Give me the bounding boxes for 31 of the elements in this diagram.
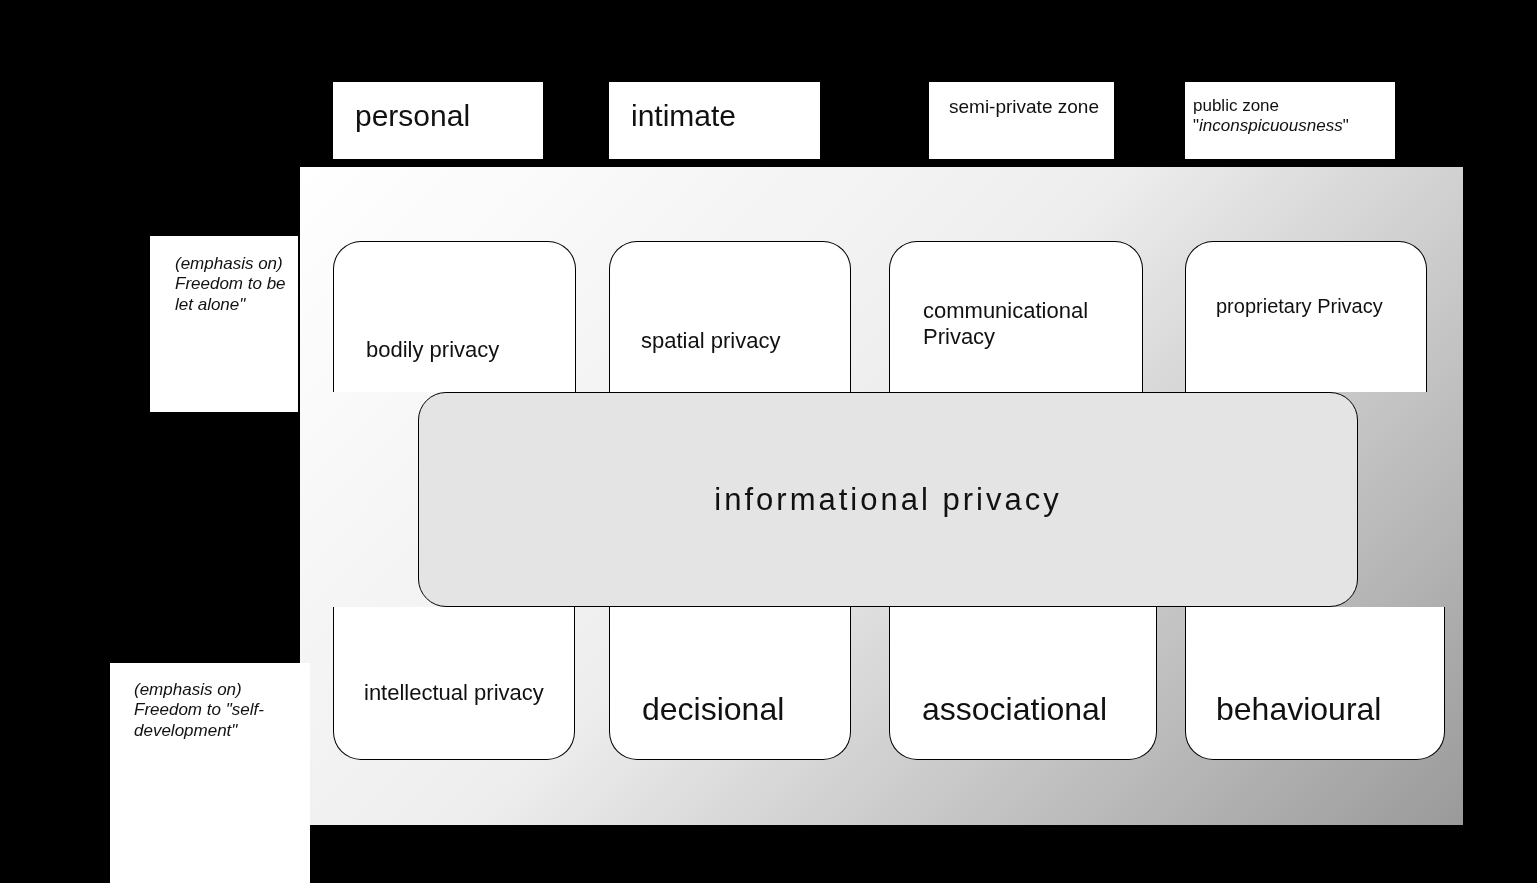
box-label: behavioural — [1216, 690, 1383, 729]
box-label: communicational Privacy — [923, 298, 1090, 351]
zone-label: intimate — [631, 98, 738, 134]
privacy-box — [609, 607, 851, 760]
note-box — [110, 663, 310, 883]
central-box — [418, 392, 1358, 607]
zone-box — [1185, 82, 1395, 159]
box-label: associational — [922, 690, 1108, 729]
zone-box — [609, 82, 820, 159]
privacy-box — [609, 241, 851, 392]
zone-box — [929, 82, 1114, 159]
box-label: informational privacy — [714, 480, 1062, 519]
zone-label: personal — [355, 98, 472, 134]
zone-label: semi-private zone — [949, 96, 1100, 119]
box-label: bodily privacy — [366, 337, 501, 364]
privacy-box — [1185, 241, 1427, 392]
zone-box — [333, 82, 543, 159]
privacy-box — [889, 607, 1157, 760]
note-text: (emphasis on) Freedom to "self-development" — [134, 680, 265, 742]
privacy-box — [333, 607, 575, 760]
box-label: intellectual privacy — [364, 680, 545, 707]
box-label: proprietary Privacy — [1216, 294, 1384, 318]
note-box — [150, 236, 298, 412]
box-label: decisional — [642, 690, 786, 729]
privacy-box — [889, 241, 1143, 392]
privacy-box — [1185, 607, 1445, 760]
note-text: (emphasis on) Freedom to be let alone" — [175, 254, 287, 316]
box-label: spatial privacy — [641, 328, 782, 355]
privacy-box — [333, 241, 576, 392]
zone-label: public zone "inconspicuousness" — [1193, 96, 1350, 137]
panel-background — [300, 167, 1463, 825]
